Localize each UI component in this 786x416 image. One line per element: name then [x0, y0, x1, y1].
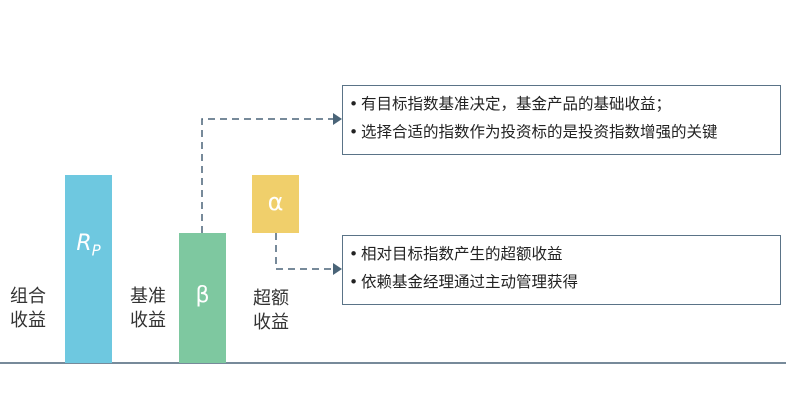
rp-symbol-main: R	[76, 231, 92, 256]
benchmark-return-bar: β	[179, 233, 226, 363]
portfolio-return-label-line2: 收益	[10, 310, 46, 331]
excess-return-block: α	[252, 175, 299, 233]
portfolio-return-bar: RP	[65, 175, 112, 363]
portfolio-return-label-line1: 组合	[10, 286, 46, 307]
excess-return-label: 超额 收益	[253, 287, 289, 335]
excess-return-label-line2: 收益	[253, 312, 289, 333]
beta-symbol: β	[195, 283, 210, 308]
bullet-icon: •	[349, 273, 359, 291]
connector-beta-to-top-box	[201, 118, 333, 233]
rp-symbol: RP	[65, 231, 112, 259]
beta-description-box: •有目标指数基准决定，基金产品的基础收益； •选择合适的指数作为投资标的是投资指…	[342, 85, 781, 155]
arrowhead-bottom-icon	[333, 263, 342, 275]
beta-description-text-1: 有目标指数基准决定，基金产品的基础收益；	[361, 95, 672, 113]
alpha-description-line: •相对目标指数产生的超额收益	[349, 240, 774, 268]
alpha-description-text-2: 依赖基金经理通过主动管理获得	[361, 273, 579, 291]
bullet-icon: •	[349, 95, 359, 113]
benchmark-return-label: 基准 收益	[130, 285, 166, 333]
portfolio-return-label: 组合 收益	[10, 285, 46, 333]
beta-description-line: •有目标指数基准决定，基金产品的基础收益；	[349, 90, 774, 118]
bullet-icon: •	[349, 123, 359, 141]
rp-symbol-sub: P	[91, 241, 101, 260]
alpha-description-text-1: 相对目标指数产生的超额收益	[361, 245, 563, 263]
benchmark-return-label-line1: 基准	[130, 286, 166, 307]
excess-return-label-line1: 超额	[253, 288, 289, 309]
benchmark-return-label-line2: 收益	[130, 310, 166, 331]
connector-alpha-to-bottom-box	[275, 233, 333, 270]
beta-description-text-2: 选择合适的指数作为投资标的是投资指数增强的关键	[361, 123, 718, 141]
beta-description-line: •选择合适的指数作为投资标的是投资指数增强的关键	[349, 118, 774, 146]
alpha-symbol: α	[267, 188, 284, 216]
alpha-description-box: •相对目标指数产生的超额收益 •依赖基金经理通过主动管理获得	[342, 235, 781, 305]
alpha-description-line: •依赖基金经理通过主动管理获得	[349, 268, 774, 296]
arrowhead-top-icon	[333, 113, 342, 125]
bullet-icon: •	[349, 245, 359, 263]
